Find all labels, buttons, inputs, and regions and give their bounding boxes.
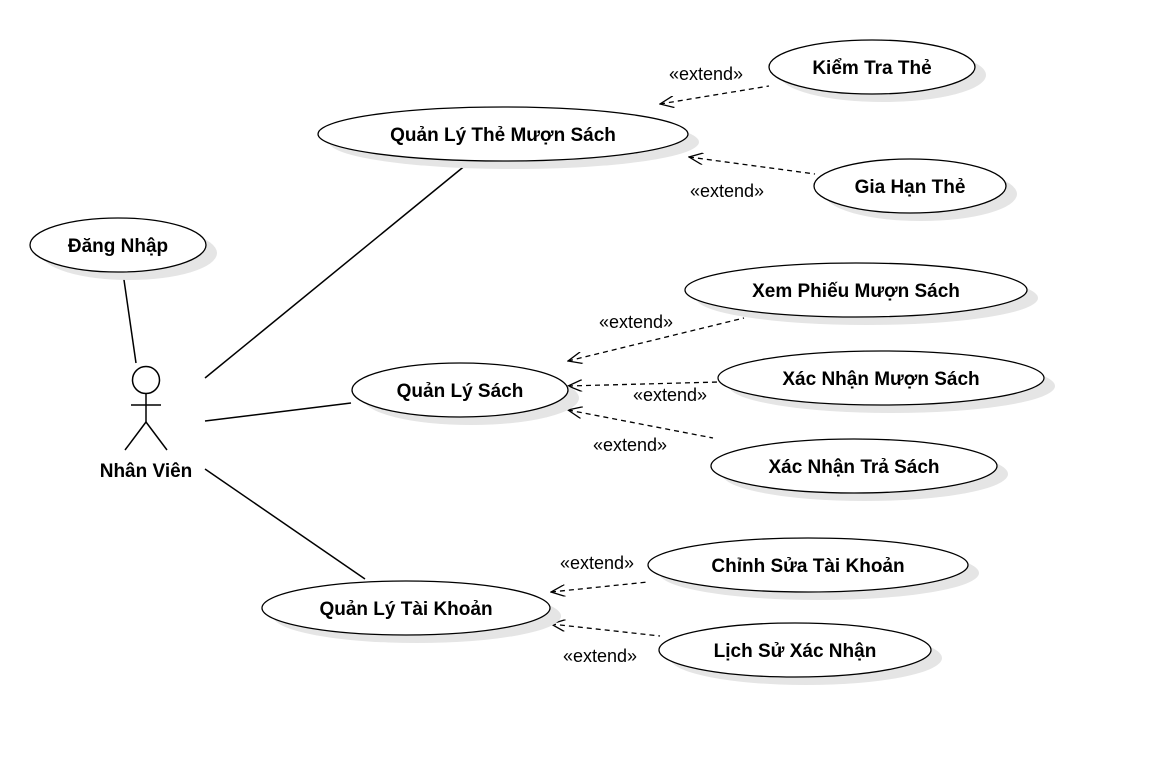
use-case-renew-card-label: Gia Hạn Thẻ (855, 177, 966, 198)
use-case-check-card[interactable]: Kiểm Tra Thẻ (768, 39, 986, 102)
use-case-confirm-history[interactable]: Lịch Sử Xác Nhận (658, 622, 942, 685)
use-case-confirm-history-label: Lịch Sử Xác Nhận (714, 641, 877, 662)
extend-arrow-view-slip (568, 317, 745, 361)
extend-label-confirm-history: «extend» (563, 646, 637, 666)
use-case-confirm-return[interactable]: Xác Nhận Trả Sách (710, 438, 1008, 501)
use-case-card-management[interactable]: Quản Lý Thẻ Mượn Sách (317, 106, 699, 169)
extend-arrow-confirm-borrow (568, 382, 720, 386)
extend-label-confirm-borrow: «extend» (633, 385, 707, 405)
extend-label-edit-account: «extend» (560, 553, 634, 573)
extend-label-view-slip: «extend» (599, 312, 673, 332)
use-case-card-management-label: Quản Lý Thẻ Mượn Sách (390, 125, 616, 146)
use-case-view-slip-label: Xem Phiếu Mượn Sách (752, 281, 960, 302)
use-case-login[interactable]: Đăng Nhập (29, 217, 217, 280)
use-case-login-label: Đăng Nhập (68, 236, 168, 257)
use-case-edit-account[interactable]: Chỉnh Sửa Tài Khoản (647, 537, 979, 600)
use-case-account-management-label: Quản Lý Tài Khoản (319, 599, 492, 620)
extend-arrow-renew-card (689, 157, 816, 175)
use-case-check-card-label: Kiểm Tra Thẻ (812, 58, 931, 79)
use-case-edit-account-label: Chỉnh Sửa Tài Khoản (711, 556, 904, 577)
extend-label-confirm-return: «extend» (593, 435, 667, 455)
association-book-mgmt (204, 402, 352, 422)
use-case-book-management[interactable]: Quản Lý Sách (351, 362, 579, 425)
association-card-mgmt (204, 163, 468, 379)
extend-arrow-edit-account (551, 581, 649, 592)
association-login (122, 272, 137, 364)
association-account-mgmt (204, 468, 366, 580)
extend-label-check-card: «extend» (669, 64, 743, 84)
use-case-account-management[interactable]: Quản Lý Tài Khoản (261, 580, 561, 643)
extend-arrow-confirm-return (568, 410, 714, 439)
use-case-view-slip[interactable]: Xem Phiếu Mượn Sách (684, 262, 1038, 325)
use-case-renew-card[interactable]: Gia Hạn Thẻ (813, 158, 1017, 221)
use-case-book-management-label: Quản Lý Sách (397, 381, 524, 402)
use-case-confirm-borrow[interactable]: Xác Nhận Mượn Sách (717, 350, 1055, 413)
extend-arrow-confirm-history (551, 624, 661, 637)
use-case-confirm-return-label: Xác Nhận Trả Sách (768, 457, 939, 478)
extend-arrow-check-card (660, 85, 770, 104)
use-case-confirm-borrow-label: Xác Nhận Mượn Sách (782, 369, 979, 390)
actor-label: Nhân Viên (100, 461, 193, 482)
extend-label-renew-card: «extend» (690, 181, 764, 201)
actor-stick-figure[interactable] (124, 365, 168, 451)
